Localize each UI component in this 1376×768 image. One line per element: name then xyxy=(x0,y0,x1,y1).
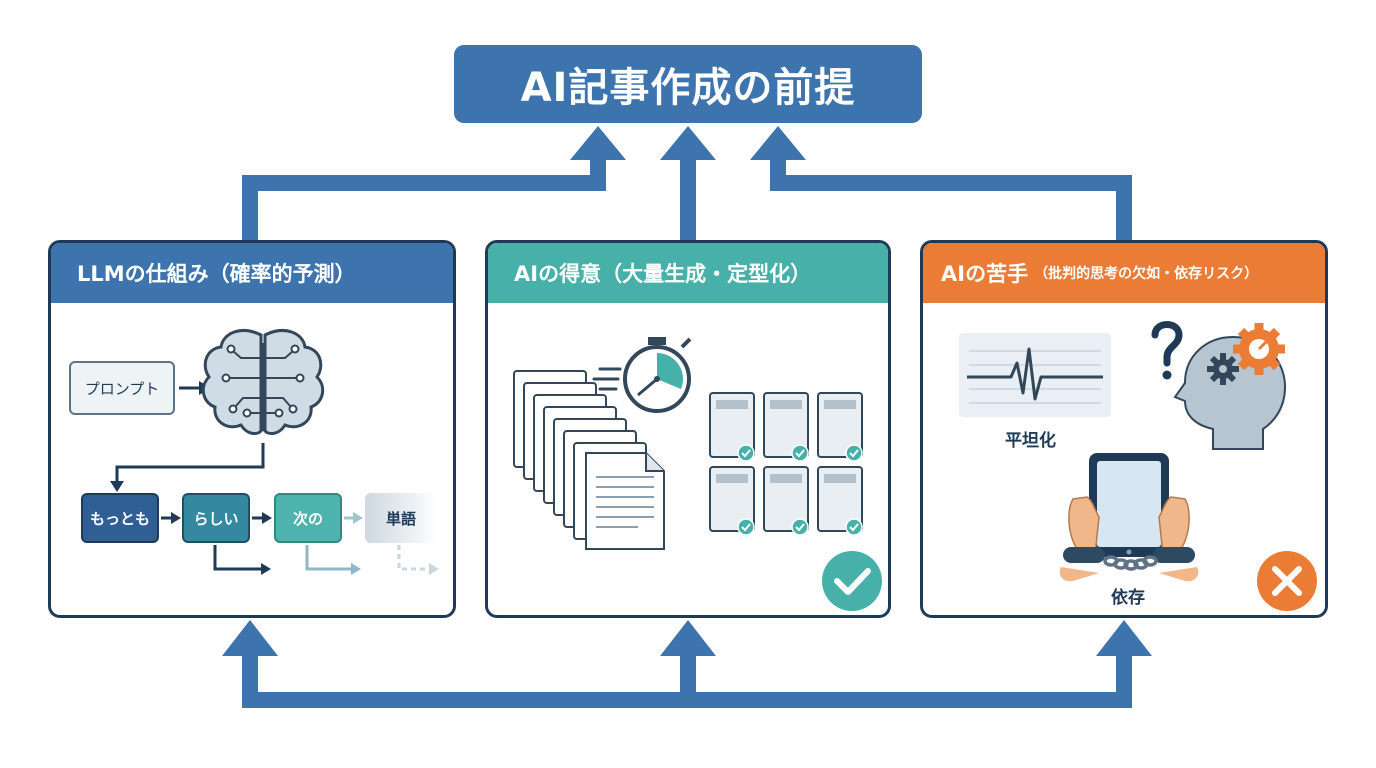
token-4: 単語 xyxy=(365,493,437,543)
token-1: もっとも xyxy=(81,493,159,543)
token-2: らしい xyxy=(182,493,250,543)
mass-generation-graphic xyxy=(513,337,882,611)
tablet-icon xyxy=(1068,453,1190,557)
panel-weaknesses-header: AIの苦手 （批判的思考の欠如・依存リスク） xyxy=(923,243,1325,303)
prompt-box: プロンプト xyxy=(69,361,175,415)
checkmark-circle-icon xyxy=(822,551,882,611)
weakness-graphic xyxy=(959,321,1317,611)
llm-flow-graphic xyxy=(110,329,439,575)
template-grid xyxy=(709,392,863,536)
heartbeat-line-icon xyxy=(959,333,1111,417)
panel-strengths-header: AIの得意（大量生成・定型化） xyxy=(488,243,888,303)
question-mark-icon xyxy=(1151,321,1183,380)
panel-weaknesses-subtitle: （批判的思考の欠如・依存リスク） xyxy=(1034,266,1259,282)
stopwatch-icon xyxy=(592,337,692,413)
panel-weaknesses-title: AIの苦手 xyxy=(941,262,1029,286)
panel-llm-body: プロンプト もっとも らしい 次の 単語 xyxy=(51,303,453,615)
panel-weaknesses-body: 平坦化 依存 xyxy=(923,303,1325,615)
panel-ai-strengths: AIの得意（大量生成・定型化） xyxy=(485,240,891,618)
token-3: 次の xyxy=(274,493,342,543)
panel-ai-weaknesses: AIの苦手 （批判的思考の欠如・依存リスク） xyxy=(920,240,1328,618)
brain-icon xyxy=(201,329,325,435)
handcuff-icon xyxy=(1059,547,1199,582)
panel-llm-header: LLMの仕組み（確率的予測） xyxy=(51,243,453,303)
document-stack-icon xyxy=(513,370,665,550)
panel-strengths-body xyxy=(488,303,888,615)
label-flattening: 平坦化 xyxy=(1005,431,1056,451)
panel-llm-mechanism: LLMの仕組み（確率的予測） xyxy=(48,240,456,618)
page-title: AI記事作成の前提 xyxy=(454,45,922,123)
x-circle-icon xyxy=(1257,551,1317,611)
label-dependence: 依存 xyxy=(1111,588,1145,608)
head-gear-icon xyxy=(1173,323,1287,450)
